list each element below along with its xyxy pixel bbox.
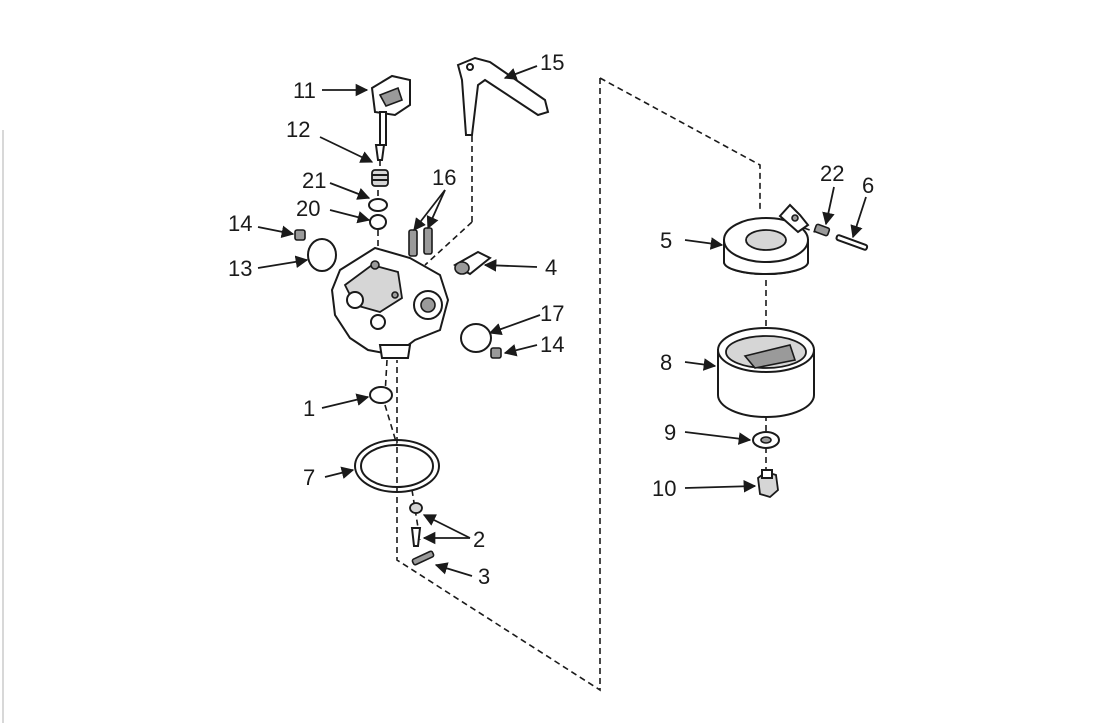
assembly-boundary-dashed-line (396, 77, 761, 692)
label-part-5: 5 (660, 228, 672, 253)
label-part-20: 20 (296, 196, 320, 221)
part-6-pin (835, 234, 869, 251)
label-part-15: 15 (540, 50, 564, 75)
label-part-17: 17 (540, 301, 564, 326)
label-part-6: 6 (862, 173, 874, 198)
part-2-pieces (409, 502, 423, 547)
label-part-3: 3 (478, 564, 490, 589)
part-13-disc (307, 238, 337, 272)
part-1-plug (369, 386, 393, 404)
label-part-10: 10 (652, 476, 676, 501)
label-part-14-lower: 14 (540, 332, 564, 357)
label-part-13: 13 (228, 256, 252, 281)
label-part-22: 22 (820, 161, 844, 186)
part-4-fitting (453, 250, 492, 276)
part-14-screw-lower (490, 347, 502, 359)
label-part-14-upper: 14 (228, 211, 252, 236)
part-14-screw-upper (294, 229, 306, 241)
part-17-disc (460, 323, 492, 353)
label-part-4: 4 (545, 255, 557, 280)
carburetor-body (330, 246, 450, 359)
pin-axis-dashed-line (803, 227, 816, 233)
part-20b-seal (369, 214, 387, 230)
part-8-float-bowl (717, 327, 815, 418)
label-part-1: 1 (303, 396, 315, 421)
part-10-nut (757, 469, 779, 499)
part-7-gasket (354, 439, 440, 493)
part-16-screws (408, 227, 433, 257)
leader-lines (257, 65, 867, 577)
part-15-lever (456, 56, 550, 136)
label-part-12: 12 (286, 117, 310, 142)
label-part-8: 8 (660, 350, 672, 375)
label-part-2: 2 (473, 527, 485, 552)
label-part-11: 11 (293, 78, 316, 103)
part-5-bowl-top (723, 203, 810, 275)
part-3-pin (411, 550, 435, 566)
label-part-21: 21 (302, 168, 326, 193)
part-20-washer (368, 198, 388, 212)
part-22-spring (813, 223, 831, 237)
part-11-cap (370, 74, 411, 146)
label-part-7: 7 (303, 465, 315, 490)
label-part-16: 16 (432, 165, 456, 190)
part-9-washer (752, 431, 780, 449)
label-part-9: 9 (664, 420, 676, 445)
part-21-spring (371, 169, 389, 187)
part-12-needle (374, 144, 386, 161)
